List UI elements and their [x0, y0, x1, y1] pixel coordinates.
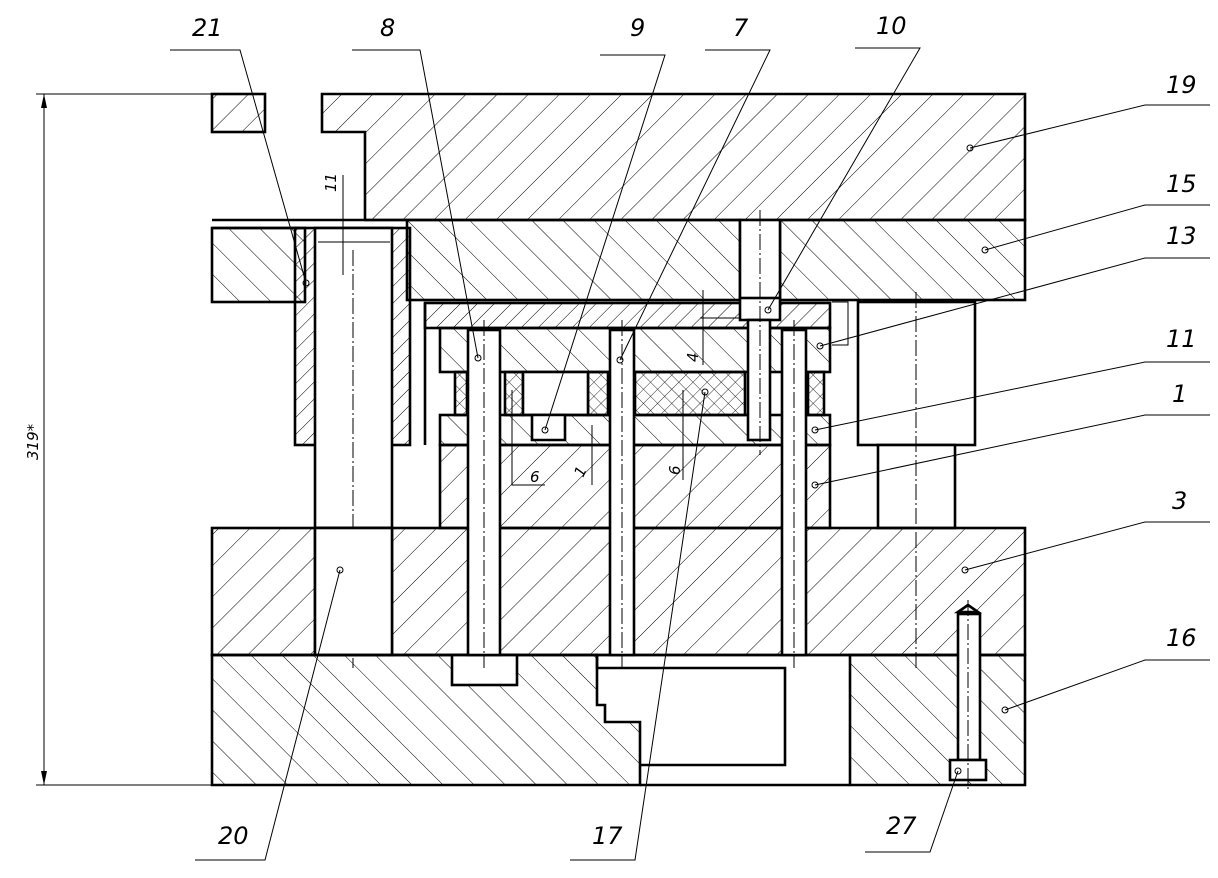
label-13: 13 [1166, 222, 1197, 250]
label-21: 21 [192, 14, 223, 42]
label-10: 10 [876, 12, 907, 40]
part-labels: 21 8 9 7 10 19 15 13 11 1 3 16 27 17 20 [192, 12, 1197, 850]
label-8: 8 [380, 14, 395, 42]
dim-319: 319* [24, 423, 42, 460]
bolt-27 [948, 600, 988, 790]
dim-6-center: 6 [666, 465, 684, 475]
label-11: 11 [1166, 325, 1197, 353]
label-15: 15 [1166, 170, 1197, 198]
lower-plate-16 [210, 653, 1027, 787]
pins [466, 320, 808, 668]
label-9: 9 [630, 14, 645, 42]
punch-plate-15 [210, 218, 1027, 304]
label-3: 3 [1172, 487, 1187, 515]
label-19: 19 [1166, 71, 1197, 99]
dim-11: 11 [322, 173, 340, 192]
label-16: 16 [1166, 624, 1197, 652]
label-1: 1 [1172, 380, 1187, 408]
label-17: 17 [592, 822, 623, 850]
label-7: 7 [733, 14, 749, 42]
right-guide-block [856, 292, 977, 668]
elastomer-17 [453, 370, 826, 417]
bolt-10 [738, 210, 782, 455]
overall-height-dimension: 319* [24, 93, 212, 786]
leaders [170, 47, 1210, 861]
dim-6-left: 6 [530, 468, 540, 486]
label-27: 27 [886, 812, 917, 840]
label-20: 20 [218, 822, 249, 850]
dim-4: 4 [684, 352, 702, 362]
